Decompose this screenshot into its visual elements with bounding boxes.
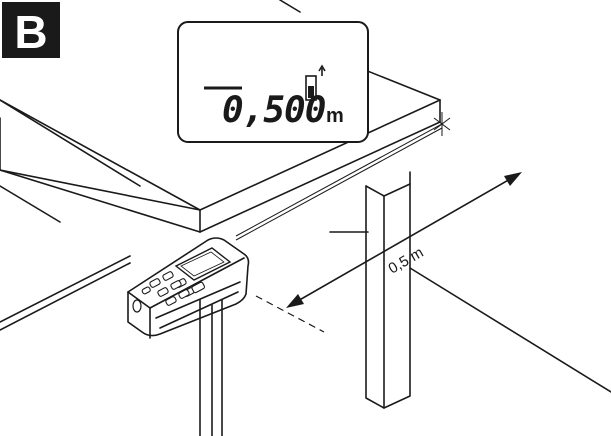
measurement-label: 0,5 m — [386, 244, 427, 277]
panel-label: B — [14, 6, 47, 58]
device-display — [174, 247, 232, 281]
device-keypad — [141, 271, 206, 306]
display-callout: 0,500 m — [177, 21, 369, 143]
display-value: 0,500 — [222, 90, 326, 131]
laser-beam — [235, 112, 451, 241]
arrowhead-end-icon — [504, 172, 522, 186]
laser-lens-icon — [132, 299, 142, 313]
panel-label-box — [2, 2, 60, 58]
laser-target-icon — [433, 112, 451, 136]
dimension-arrow — [286, 172, 522, 308]
arrowhead-start-icon — [286, 294, 304, 308]
reference-rear-icon — [305, 64, 326, 101]
laser-distance-meter — [127, 237, 250, 339]
room-background — [0, 0, 611, 393]
reference-line — [255, 295, 325, 333]
display-unit: m — [326, 105, 344, 127]
